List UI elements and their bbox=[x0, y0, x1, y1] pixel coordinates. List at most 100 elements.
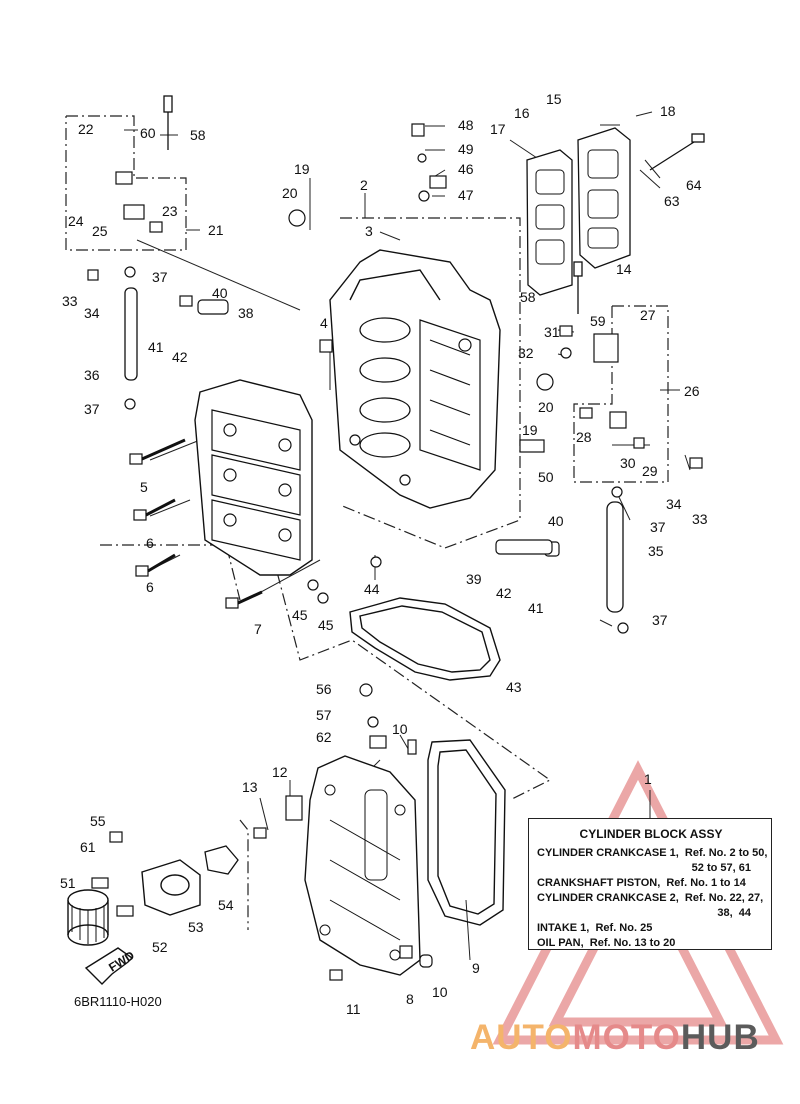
callout-number: 29 bbox=[642, 463, 658, 479]
callout-number: 41 bbox=[528, 600, 544, 616]
callout-number: 62 bbox=[316, 729, 332, 745]
callout-number: 23 bbox=[162, 203, 178, 219]
callout-number: 7 bbox=[254, 621, 262, 637]
watermark-part-1: AUTO bbox=[470, 1018, 573, 1057]
callout-number: 40 bbox=[212, 285, 228, 301]
callout-number: 19 bbox=[294, 161, 310, 177]
callout-number: 50 bbox=[538, 469, 554, 485]
callout-number: 39 bbox=[466, 571, 482, 587]
callout-number: 48 bbox=[458, 117, 474, 133]
callout-number: 56 bbox=[316, 681, 332, 697]
callout-number: 33 bbox=[692, 511, 708, 527]
callout-number: 55 bbox=[90, 813, 106, 829]
callout-number: 51 bbox=[60, 875, 76, 891]
callout-number: 44 bbox=[364, 581, 380, 597]
callout-number: 52 bbox=[152, 939, 168, 955]
callout-number: 5 bbox=[140, 479, 148, 495]
callout-number: 33 bbox=[62, 293, 78, 309]
gasket-9 bbox=[427, 739, 506, 926]
callout-number: 8 bbox=[406, 991, 414, 1007]
cylinder-block bbox=[329, 249, 501, 509]
callout-number: 11 bbox=[346, 1001, 361, 1017]
callout-number: 37 bbox=[152, 269, 168, 285]
callout-number: 6 bbox=[146, 579, 154, 595]
callout-number: 10 bbox=[392, 721, 408, 737]
watermark-part-2: MOTO bbox=[572, 1018, 681, 1057]
callout-number: 36 bbox=[84, 367, 100, 383]
callout-number: 18 bbox=[660, 103, 676, 119]
callout-number: 45 bbox=[318, 617, 334, 633]
callout-number: 13 bbox=[242, 779, 258, 795]
legend-line: 38, 44 bbox=[717, 907, 751, 919]
legend-title: CYLINDER BLOCK ASSY bbox=[579, 827, 723, 841]
watermark-text: AUTOMOTOHUB bbox=[470, 1018, 760, 1058]
oil-tubes bbox=[124, 287, 624, 613]
gasket-54 bbox=[204, 845, 239, 875]
callout-number: 64 bbox=[686, 177, 702, 193]
callout-number: 54 bbox=[218, 897, 234, 913]
callout-number: 20 bbox=[282, 185, 298, 201]
legend-line: CYLINDER CRANKCASE 1, Ref. No. 2 to 50, bbox=[537, 847, 768, 859]
fwd-arrow-icon: FWD bbox=[84, 947, 137, 985]
callout-number: 58 bbox=[520, 289, 536, 305]
oil-pump bbox=[141, 859, 201, 916]
callout-number: 37 bbox=[652, 612, 668, 628]
legend-line: OIL PAN, Ref. No. 13 to 20 bbox=[537, 937, 676, 949]
callout-number: 58 bbox=[190, 127, 206, 143]
callout-number: 30 bbox=[620, 455, 636, 471]
callout-number: 19 bbox=[522, 422, 538, 438]
callout-number: 3 bbox=[365, 223, 373, 239]
callout-number: 37 bbox=[650, 519, 666, 535]
callout-number: 42 bbox=[496, 585, 512, 601]
callout-number: 34 bbox=[84, 305, 100, 321]
callout-number: 41 bbox=[148, 339, 164, 355]
oil-pan bbox=[304, 755, 421, 976]
callout-number: 9 bbox=[472, 960, 480, 976]
callout-number: 37 bbox=[84, 401, 100, 417]
callout-number: 46 bbox=[458, 161, 474, 177]
callout-number: 15 bbox=[546, 91, 562, 107]
legend-line: CRANKSHAFT PISTON, Ref. No. 1 to 14 bbox=[537, 877, 746, 889]
callout-number: 31 bbox=[544, 324, 560, 340]
legend-box: CYLINDER BLOCK ASSY CYLINDER CRANKCASE 1… bbox=[528, 818, 772, 950]
crankcase-half bbox=[194, 379, 313, 576]
callout-number: 40 bbox=[548, 513, 564, 529]
callout-number: 34 bbox=[666, 496, 682, 512]
callout-number: 24 bbox=[68, 213, 84, 229]
callout-number: 17 bbox=[490, 121, 506, 137]
callout-number: 2 bbox=[360, 177, 368, 193]
callout-number: 22 bbox=[78, 121, 94, 137]
gasket-43 bbox=[349, 597, 501, 681]
oil-filter bbox=[67, 889, 109, 946]
callout-number: 27 bbox=[640, 307, 656, 323]
callout-number: 4 bbox=[320, 315, 328, 331]
callout-number: 49 bbox=[458, 141, 474, 157]
callout-number: 32 bbox=[518, 345, 534, 361]
callout-number: 59 bbox=[590, 313, 606, 329]
sensors bbox=[163, 95, 705, 314]
callout-number: 35 bbox=[648, 543, 664, 559]
diagram-code: 6BR1110-H020 bbox=[74, 994, 162, 1009]
callout-number: 57 bbox=[316, 707, 332, 723]
callout-number: 25 bbox=[92, 223, 108, 239]
callout-number: 14 bbox=[616, 261, 632, 277]
callout-number: 45 bbox=[292, 607, 308, 623]
callout-number: 38 bbox=[238, 305, 254, 321]
callout-number: 53 bbox=[188, 919, 204, 935]
callout-number: 61 bbox=[80, 839, 96, 855]
callout-number: 16 bbox=[514, 105, 530, 121]
callout-number: 63 bbox=[664, 193, 680, 209]
callout-number: 28 bbox=[576, 429, 592, 445]
callout-number: 60 bbox=[140, 125, 156, 141]
legend-line: 52 to 57, 61 bbox=[691, 862, 751, 874]
bolts bbox=[87, 123, 703, 981]
callout-number: 42 bbox=[172, 349, 188, 365]
callout-number: 20 bbox=[538, 399, 554, 415]
legend-line: INTAKE 1, Ref. No. 25 bbox=[537, 922, 653, 934]
callout-number: 1 bbox=[644, 771, 652, 787]
intake-covers bbox=[526, 127, 631, 296]
legend-line: CYLINDER CRANKCASE 2, Ref. No. 22, 27, bbox=[537, 892, 764, 904]
callout-number: 10 bbox=[432, 984, 448, 1000]
